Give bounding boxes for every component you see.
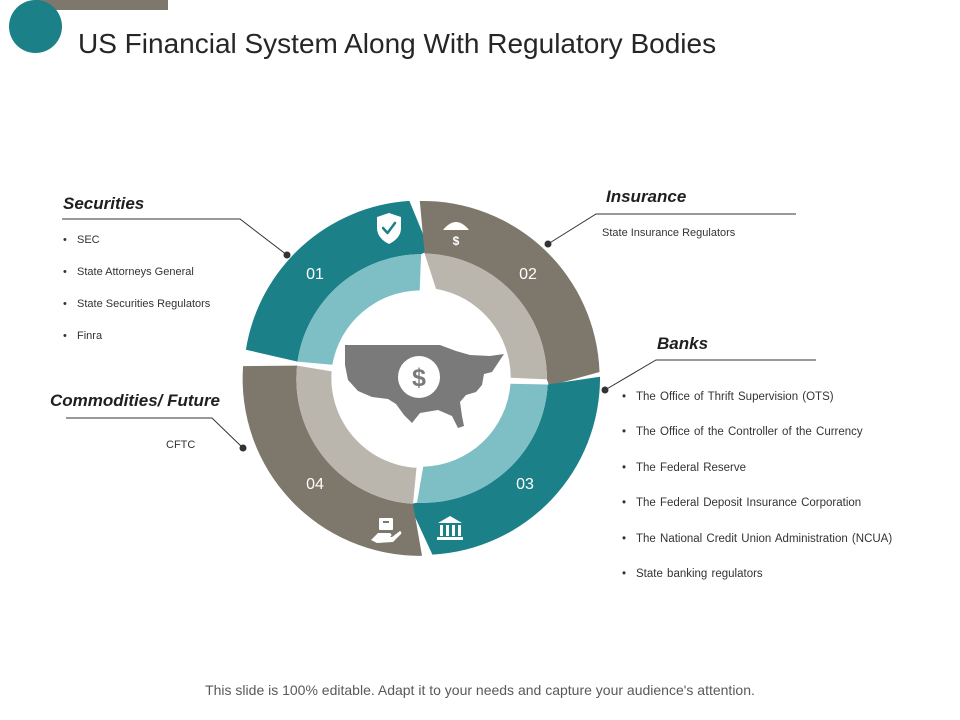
list-item: State Attorneys General	[63, 265, 210, 297]
insurance-heading: Insurance	[606, 187, 687, 206]
banks-list: The Office of Thrift Supervision (OTS) T…	[622, 390, 892, 602]
list-item: SEC	[63, 233, 210, 265]
segment-02-outer	[419, 200, 600, 386]
footer-note: This slide is 100% editable. Adapt it to…	[205, 682, 755, 698]
shield-check-icon	[377, 213, 401, 244]
bank-building-icon	[437, 516, 463, 540]
segment-03-inner	[417, 383, 548, 503]
segment-01-outer	[245, 200, 430, 362]
corner-accent-circle	[9, 0, 62, 53]
list-item: The Office of the Controller of the Curr…	[622, 425, 892, 460]
top-accent-bar	[34, 0, 168, 10]
segment-number-01: 01	[306, 266, 324, 283]
segment-02-inner	[424, 253, 547, 380]
securities-heading: Securities	[63, 194, 145, 213]
banks-heading: Banks	[657, 334, 709, 353]
segment-01-inner	[297, 254, 422, 365]
banks-leader-dot	[601, 386, 609, 394]
segment-number-04: 04	[306, 476, 324, 493]
svg-text:$: $	[453, 234, 460, 248]
securities-list: SEC State Attorneys General State Securi…	[63, 233, 210, 361]
list-item: Finra	[63, 329, 210, 361]
page-title: US Financial System Along With Regulator…	[78, 28, 717, 59]
center-dollar-symbol: $	[412, 364, 426, 392]
umbrella-dollar-icon: $	[443, 222, 469, 248]
commodities-heading: Commodities/ Future	[50, 391, 221, 410]
segment-04-inner	[296, 365, 417, 504]
usa-map-dollar-icon: $	[345, 345, 504, 428]
securities-leader-dot	[283, 251, 291, 259]
list-item: The Office of Thrift Supervision (OTS)	[622, 390, 892, 425]
list-item: State Securities Regulators	[63, 297, 210, 329]
hand-box-icon	[371, 518, 402, 543]
list-item: The Federal Deposit Insurance Corporatio…	[622, 496, 892, 531]
commodities-leader-line	[66, 417, 244, 449]
insurance-text: State Insurance Regulators	[602, 227, 736, 239]
securities-leader-line	[62, 218, 288, 256]
commodities-leader-dot	[239, 444, 247, 452]
list-item: State banking regulators	[622, 567, 892, 602]
banks-leader-line	[604, 359, 816, 391]
segment-number-03: 03	[516, 476, 534, 493]
list-item: The National Credit Union Administration…	[622, 532, 892, 567]
list-item: The Federal Reserve	[622, 461, 892, 496]
segment-number-02: 02	[519, 266, 537, 283]
insurance-leader-dot	[544, 240, 552, 248]
segment-04-outer	[242, 365, 422, 556]
commodities-text: CFTC	[166, 439, 196, 451]
insurance-leader-line	[547, 213, 796, 245]
segment-03-outer	[409, 376, 601, 555]
